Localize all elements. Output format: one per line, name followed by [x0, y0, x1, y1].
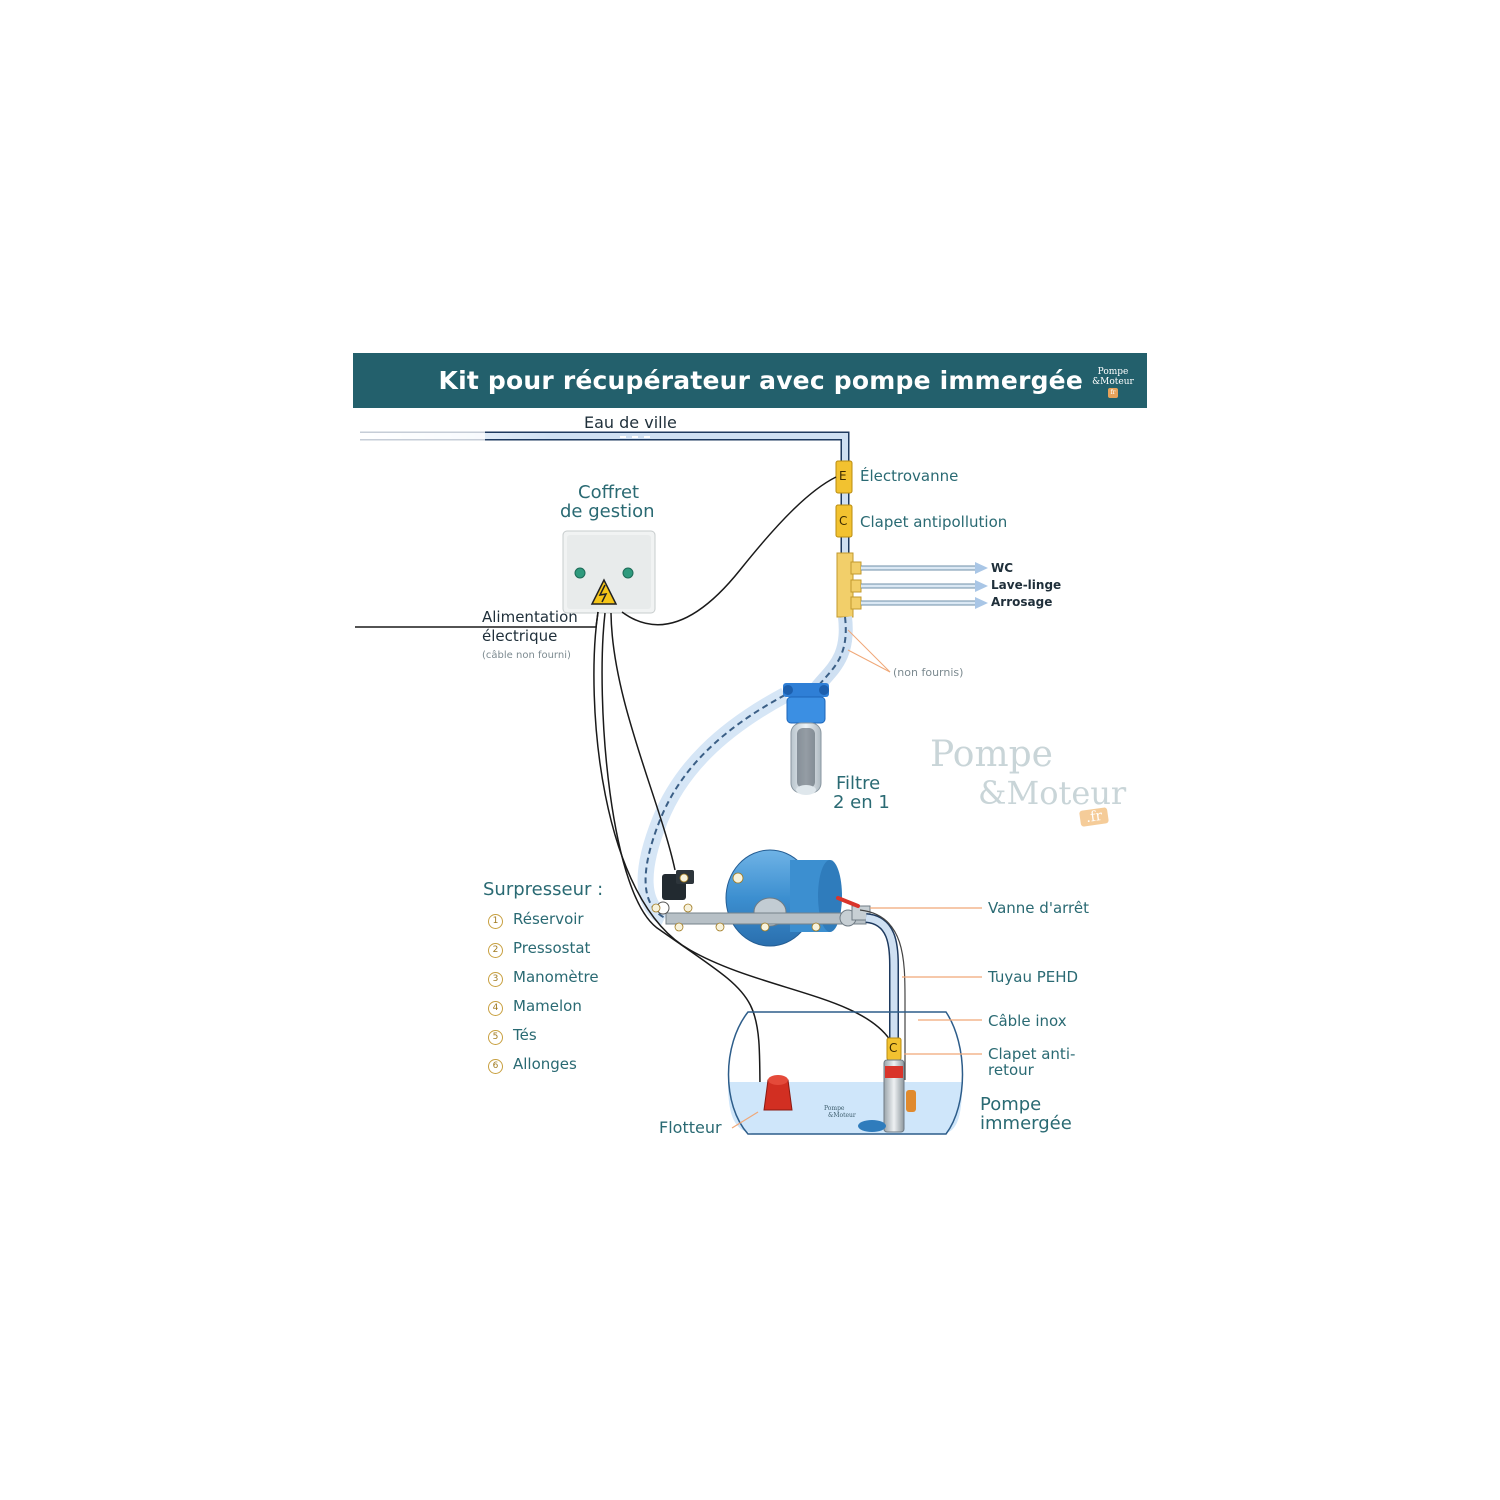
watermark-line2: &Moteur	[978, 774, 1127, 812]
filter-label-1: Filtre	[836, 773, 881, 794]
solenoid-valve-label: Électrovanne	[860, 467, 959, 485]
outlet-washer: Lave-linge	[991, 578, 1062, 592]
distribution-manifold	[836, 552, 988, 618]
control-box-label-2: de gestion	[560, 501, 655, 522]
pump-label-2: immergée	[980, 1113, 1072, 1134]
filter-unit	[783, 683, 829, 795]
pehd-pipe	[859, 909, 906, 1080]
not-supplied-label: (non fournis)	[893, 666, 964, 679]
page-title: Kit pour récupérateur avec pompe immergé…	[438, 366, 1083, 395]
electrical-cables	[355, 476, 891, 1111]
legend-number: 5	[488, 1030, 503, 1045]
backflow-valve	[835, 504, 853, 538]
booster-legend-item: 1 Réservoir	[488, 910, 584, 929]
brand-logo-line2: &Moteur	[1092, 377, 1134, 387]
booster-legend-item: 5 Tés	[488, 1026, 537, 1045]
svg-text:Pompe: Pompe	[824, 1105, 845, 1112]
brand-logo-fr: fr	[1108, 388, 1118, 398]
filter-label-2: 2 en 1	[833, 792, 890, 813]
tank-logo: Pompe &Moteur	[824, 1105, 856, 1119]
watermark-logo: Pompe &Moteur .fr	[930, 734, 1140, 827]
outlet-garden: Arrosage	[991, 595, 1053, 609]
pump-label-1: Pompe	[980, 1094, 1042, 1115]
booster-title: Surpresseur :	[483, 879, 604, 900]
svg-text:&Moteur: &Moteur	[828, 1112, 856, 1119]
legend-label: Réservoir	[513, 910, 584, 928]
legend-label: Manomètre	[513, 968, 599, 986]
legend-number: 2	[488, 943, 503, 958]
title-banner: Kit pour récupérateur avec pompe immergé…	[353, 353, 1147, 408]
not-supplied-callout	[847, 629, 891, 673]
check-valve-label-2: retour	[988, 1061, 1034, 1079]
callout-lines	[731, 907, 982, 1129]
watermark-line1: Pompe	[930, 734, 1053, 775]
backflow-valve-label: Clapet antipollution	[860, 513, 1008, 531]
power-label-1: Alimentation	[482, 608, 578, 626]
booster-legend-item: 6 Allonges	[488, 1055, 577, 1074]
legend-number: 1	[488, 914, 503, 929]
legend-number: 4	[488, 1001, 503, 1016]
check-valve-label-1: Clapet anti-	[988, 1045, 1076, 1063]
legend-label: Pressostat	[513, 939, 591, 957]
control-box	[562, 530, 656, 614]
control-box-label-1: Coffret	[578, 482, 640, 503]
city-water-label: Eau de ville	[584, 413, 677, 432]
legend-label: Allonges	[513, 1055, 577, 1073]
legend-number: 3	[488, 972, 503, 987]
float-switch	[763, 1075, 793, 1111]
steel-cable-label: Câble inox	[988, 1012, 1067, 1030]
shutoff-valve	[836, 896, 871, 921]
backflow-valve-tag: C	[839, 514, 848, 528]
legend-number: 6	[488, 1059, 503, 1074]
booster-legend-item: 3 Manomètre	[488, 968, 599, 987]
outlet-wc: WC	[991, 561, 1014, 575]
legend-label: Tés	[513, 1026, 537, 1044]
float-label: Flotteur	[659, 1118, 722, 1137]
power-note: (câble non fourni)	[482, 650, 571, 661]
check-valve-tag: C	[889, 1041, 898, 1055]
shutoff-valve-label: Vanne d'arrêt	[988, 899, 1089, 917]
booster-legend-item: 2 Pressostat	[488, 939, 590, 958]
power-label-2: électrique	[482, 627, 558, 645]
booster-legend-item: 4 Mamelon	[488, 997, 582, 1016]
solenoid-valve-tag: E	[839, 469, 847, 483]
submersible-pump	[858, 1059, 916, 1133]
pehd-pipe-label: Tuyau PEHD	[988, 968, 1079, 986]
brand-logo-line1: Pompe	[1097, 367, 1129, 377]
legend-label: Mamelon	[513, 997, 582, 1015]
brand-logo: Pompe &Moteur fr	[1087, 367, 1139, 398]
booster-unit	[651, 849, 867, 947]
